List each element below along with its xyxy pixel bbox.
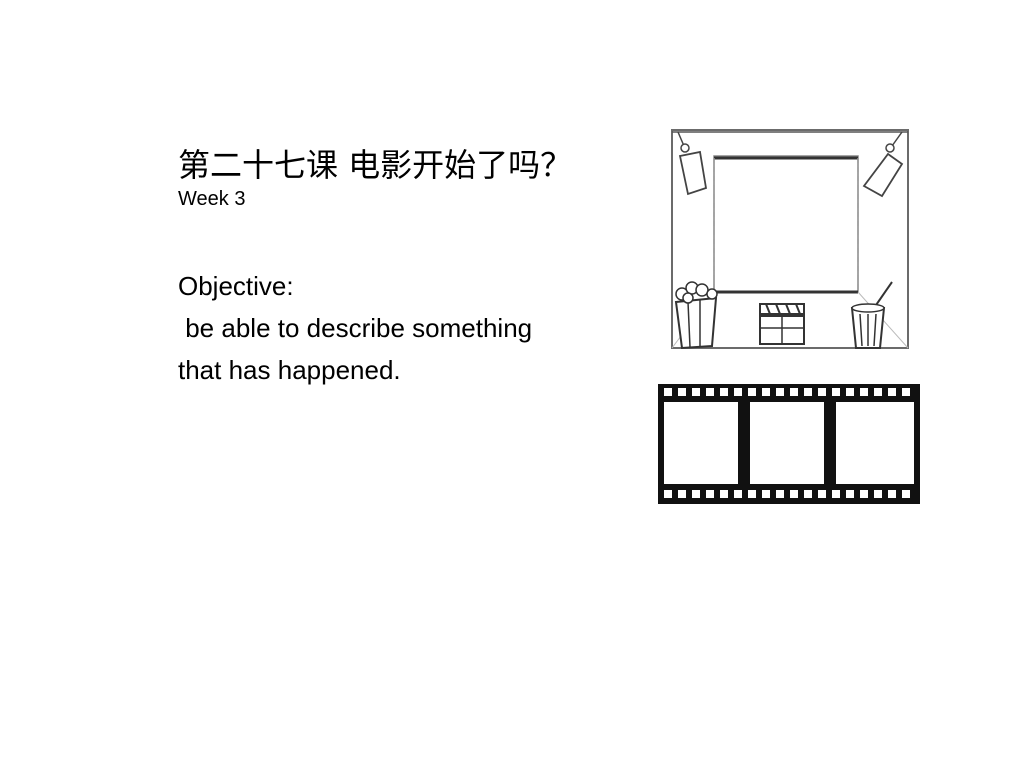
left-spotlight-icon (677, 131, 708, 196)
slide-title: 第二十七课 电影开始了吗？ (178, 146, 573, 184)
sprocket-holes-top (664, 388, 910, 396)
objective-line-1: be able to describe something (178, 313, 533, 343)
popcorn-icon (674, 281, 718, 350)
film-frame-3 (836, 402, 914, 484)
clapperboard-icon (759, 303, 805, 345)
slide-subtitle: Week 3 (178, 188, 246, 210)
objective-line-2: that has happened. (178, 355, 401, 385)
film-strip-illustration (658, 384, 920, 504)
cinema-screen-illustration (671, 129, 909, 350)
right-spotlight-icon (862, 131, 904, 198)
text-block: 第二十七课 电影开始了吗？ Week 3 Objective: be able … (178, 143, 658, 391)
objective-block: Objective: be able to describe something… (178, 265, 658, 391)
film-frame-2 (750, 402, 824, 484)
sprocket-holes-bottom (664, 490, 910, 498)
film-frame-1 (664, 402, 738, 484)
objective-heading: Objective: (178, 271, 294, 301)
drink-cup-icon (850, 281, 893, 349)
